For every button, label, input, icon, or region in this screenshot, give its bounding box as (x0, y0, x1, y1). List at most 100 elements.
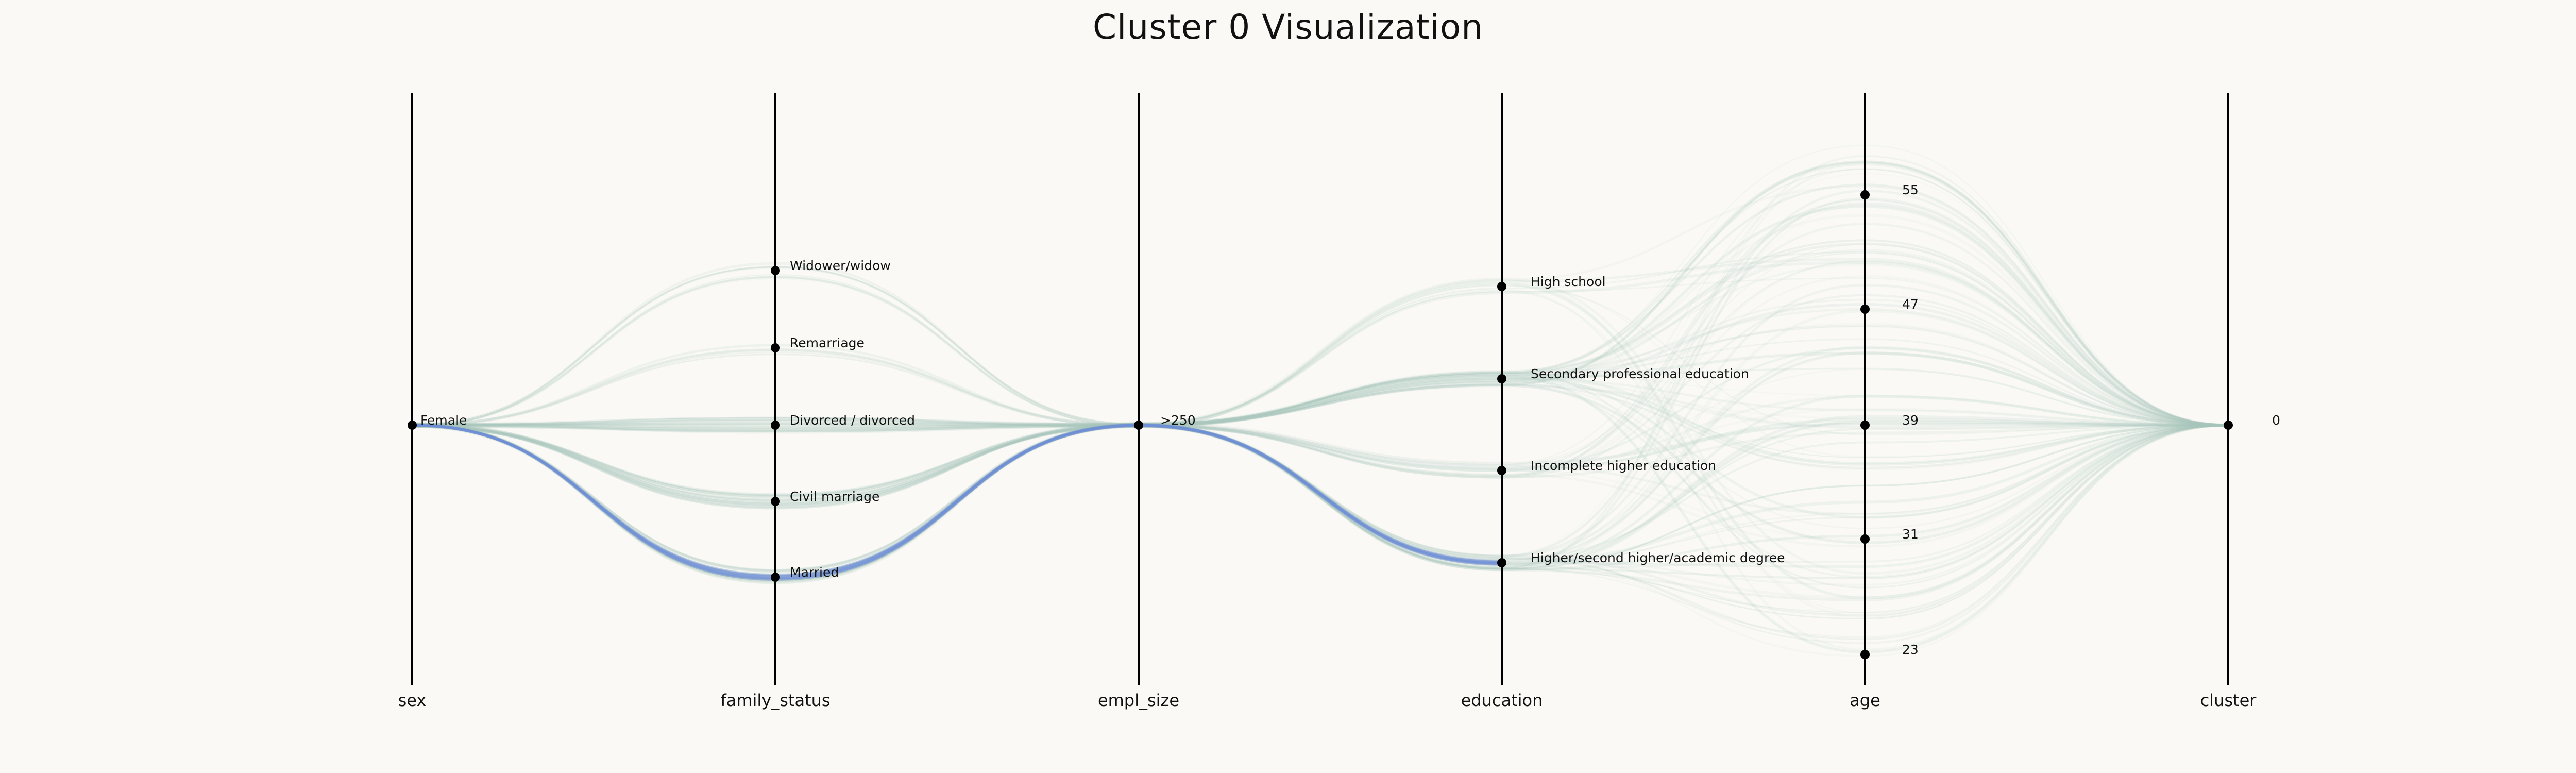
dominant-line (412, 424, 1502, 580)
background-line (412, 324, 2229, 427)
background-line (412, 338, 2229, 499)
background-line (412, 373, 2229, 578)
tick-label: Married (790, 565, 839, 580)
dominant-line (412, 424, 1502, 580)
background-line (412, 261, 2229, 510)
background-line (412, 346, 2229, 566)
background-line (412, 381, 2229, 529)
background-line (412, 348, 2229, 548)
tick-label: Widower/widow (790, 258, 891, 273)
background-line (412, 274, 2229, 613)
background-line (412, 161, 2229, 426)
background-line (412, 205, 2229, 498)
background-line (412, 303, 2229, 582)
background-line (412, 289, 2229, 651)
background-line (412, 346, 2229, 581)
background-line (412, 282, 2229, 583)
background-line (412, 266, 2229, 644)
background-line (412, 161, 2229, 427)
tick-label: Secondary professional education (1531, 366, 1749, 381)
dominant-line (412, 423, 1502, 581)
background-line (412, 167, 2229, 501)
background-line (412, 213, 2229, 584)
background-line (412, 276, 2229, 468)
background-line (412, 351, 2229, 563)
tick-label: 55 (1902, 182, 1919, 197)
background-line (412, 283, 2229, 558)
background-line (412, 424, 2229, 643)
background-line (412, 351, 2229, 429)
background-line (412, 395, 2229, 470)
background-line (412, 168, 2229, 507)
background-line (412, 346, 2229, 573)
background-line (412, 275, 2229, 478)
background-line (412, 423, 2229, 573)
dominant-line (412, 423, 1502, 580)
background-line (412, 383, 2229, 429)
background-line (412, 422, 2229, 465)
background-line (412, 381, 2229, 459)
background-line (412, 368, 2229, 501)
background-line (412, 415, 2229, 570)
background-line (412, 423, 2229, 580)
background-line (412, 383, 2229, 469)
dominant-line (412, 424, 1502, 581)
background-line (412, 383, 2229, 578)
tick-marker (1860, 305, 1870, 314)
background-line (412, 144, 2229, 570)
background-line (412, 423, 2229, 658)
background-line (412, 156, 2229, 578)
tick-marker (1497, 282, 1506, 291)
background-line (412, 378, 2229, 466)
tick-label: Remarriage (790, 335, 865, 350)
dominant-line (412, 424, 1502, 581)
background-line (412, 202, 2229, 572)
tick-marker (1860, 421, 1870, 430)
tick-label: Incomplete higher education (1531, 458, 1716, 473)
background-line (412, 394, 2229, 567)
axis-label: cluster (2200, 691, 2257, 710)
tick-marker (408, 421, 417, 430)
dominant-line (412, 423, 1502, 577)
tick-label: 47 (1902, 297, 1919, 312)
background-line (412, 276, 2229, 519)
background-line (412, 260, 2229, 506)
axis-label: age (1850, 691, 1880, 710)
tick-marker (771, 343, 780, 352)
axis-label: education (1461, 691, 1543, 710)
background-line (412, 223, 2229, 582)
axis-label: family_status (720, 691, 830, 710)
background-line (412, 354, 2229, 565)
background-line (412, 309, 2229, 562)
background-line (412, 279, 2229, 619)
background-line (412, 371, 2229, 589)
background-line (412, 277, 2229, 575)
background-line (412, 285, 2229, 583)
dominant-line (412, 424, 1502, 578)
tick-label: Higher/second higher/academic degree (1531, 550, 1785, 565)
background-line (412, 164, 2229, 426)
background-line (412, 311, 2229, 568)
background-line (412, 423, 2229, 599)
background-line (412, 263, 2229, 583)
tick-marker (1497, 466, 1506, 475)
background-line (412, 424, 2229, 579)
tick-marker (1497, 374, 1506, 383)
background-line (412, 258, 2229, 577)
background-line (412, 183, 2229, 581)
background-line (412, 423, 2229, 565)
background-line (412, 384, 2229, 544)
tick-marker (1860, 190, 1870, 199)
background-line (412, 253, 2229, 497)
background-line (412, 420, 2229, 568)
tick-label: Divorced / divorced (790, 413, 915, 428)
background-line (412, 373, 2229, 426)
background-line (412, 326, 2229, 571)
background-line (412, 377, 2229, 496)
tick-marker (771, 573, 780, 582)
background-line (412, 372, 2229, 582)
